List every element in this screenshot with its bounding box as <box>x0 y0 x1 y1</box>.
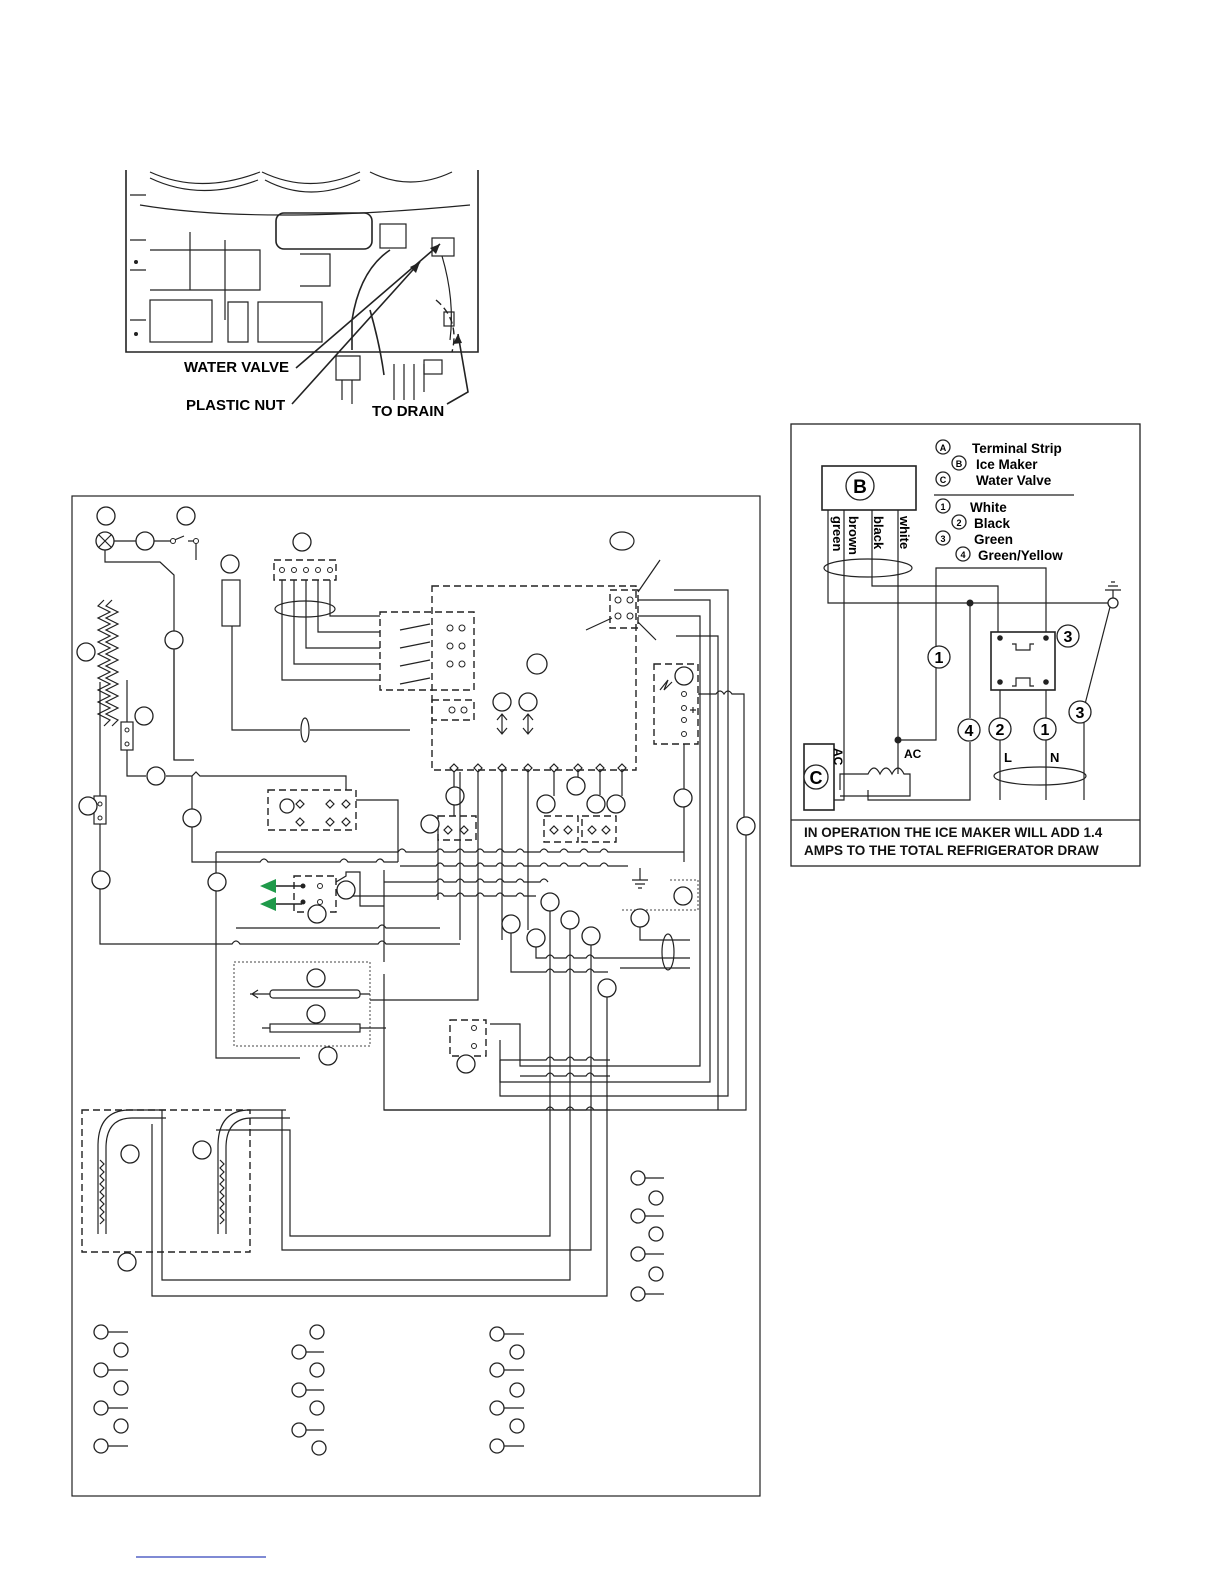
legend-label-ice-maker: Ice Maker <box>976 457 1038 472</box>
green-arrow-lower <box>260 897 276 911</box>
ac-label-left: AC <box>831 748 845 766</box>
to-drain-callout: TO DRAIN <box>372 403 444 420</box>
callout-1-white: 1 <box>935 650 944 667</box>
wire-label-green: Green <box>974 532 1013 547</box>
green-arrow-upper <box>260 879 276 893</box>
legend: A Terminal Strip B Ice Maker C Water Val… <box>934 440 1074 563</box>
plastic-nut-callout: PLASTIC NUT <box>186 397 285 414</box>
water-valve-illustration: WATER VALVE PLASTIC NUT TO DRAIN <box>126 170 478 420</box>
wire-text-brown: brown <box>846 516 861 555</box>
line-label-n: N <box>1050 750 1059 765</box>
water-valve-box-label: C <box>810 768 823 788</box>
ice-maker-wiring-diagram: A Terminal Strip B Ice Maker C Water Val… <box>791 424 1140 866</box>
callout-1-neutral: 1 <box>1041 722 1050 739</box>
legend-key-b: B <box>956 459 963 469</box>
wire-label-green-yellow: Green/Yellow <box>978 548 1063 563</box>
wire-key-2: 2 <box>956 518 961 528</box>
wire-label-white: White <box>970 500 1007 515</box>
ice-maker-amp-note: IN OPERATION THE ICE MAKER WILL ADD 1.4 … <box>794 820 1140 864</box>
wire-text-white: white <box>897 515 912 549</box>
water-valve-callout: WATER VALVE <box>184 359 289 376</box>
refrigerator-wiring-schematic <box>72 496 760 1496</box>
wire-text-green: green <box>830 516 845 551</box>
line-label-l: L <box>1004 750 1012 765</box>
ac-label-right: AC <box>904 747 922 761</box>
wire-key-1: 1 <box>940 502 945 512</box>
ice-maker-box-label: B <box>853 477 867 498</box>
wire-text-black: black <box>871 516 886 550</box>
callout-2-black: 2 <box>996 722 1005 739</box>
legend-key-c: C <box>940 475 947 485</box>
legend-label-terminal-strip: Terminal Strip <box>972 441 1062 456</box>
wire-color-key-bubbles <box>94 1171 664 1455</box>
callout-4-green-yellow: 4 <box>965 723 974 740</box>
callout-3-relay: 3 <box>1064 629 1073 646</box>
legend-key-a: A <box>940 443 947 453</box>
wire-label-black: Black <box>974 516 1011 531</box>
wire-key-3: 3 <box>940 534 945 544</box>
wire-key-4: 4 <box>960 550 965 560</box>
callout-3-ground: 3 <box>1076 705 1085 722</box>
legend-label-water-valve: Water Valve <box>976 473 1052 488</box>
